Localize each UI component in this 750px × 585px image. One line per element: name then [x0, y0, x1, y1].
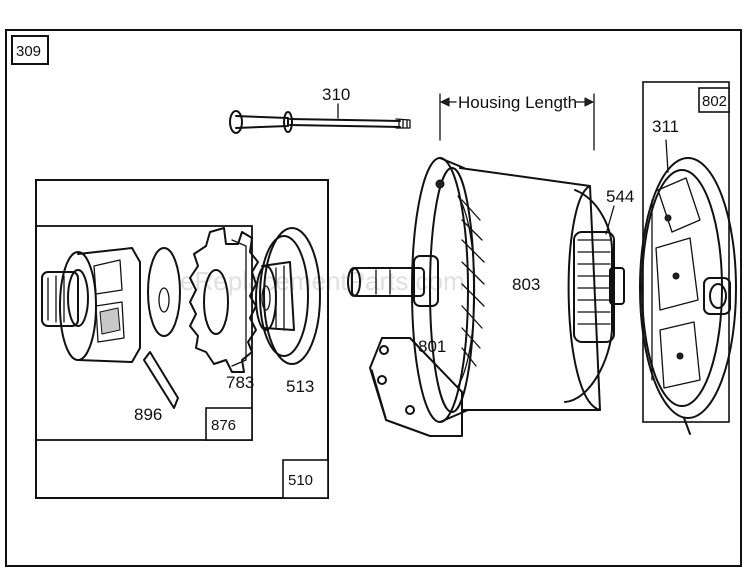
drive-assembly-box — [35, 179, 329, 499]
through-bolt-icon — [229, 110, 411, 134]
housing-length-label: Housing Length — [458, 93, 577, 112]
label-310: 310 — [322, 85, 350, 104]
spring-washer-icon — [147, 247, 181, 337]
label-510: 510 — [288, 472, 313, 489]
outer-frame — [5, 29, 742, 567]
label-783: 783 — [226, 373, 254, 392]
frame-label: 309 — [16, 43, 41, 60]
label-896: 896 — [134, 405, 162, 424]
housing-length-dimension — [439, 93, 595, 151]
label-513: 513 — [286, 377, 314, 396]
label-802: 802 — [702, 93, 727, 110]
pinion-gear-icon — [189, 227, 259, 373]
label-876: 876 — [211, 417, 236, 434]
watermark: eReplacementParts.com — [180, 266, 465, 296]
label-311: 311 — [652, 117, 679, 136]
drive-nut-icon — [255, 227, 321, 365]
motor-housing-icon — [347, 157, 625, 437]
frame-label-box — [11, 35, 49, 65]
label-801: 801 — [418, 337, 446, 356]
drive-kit-box — [35, 225, 253, 441]
end-cap-icon — [639, 139, 737, 435]
label-803: 803 — [512, 275, 540, 294]
label-544: 544 — [606, 187, 634, 206]
clutch-drive-icon — [41, 247, 141, 363]
retainer-clip-icon — [143, 351, 179, 409]
